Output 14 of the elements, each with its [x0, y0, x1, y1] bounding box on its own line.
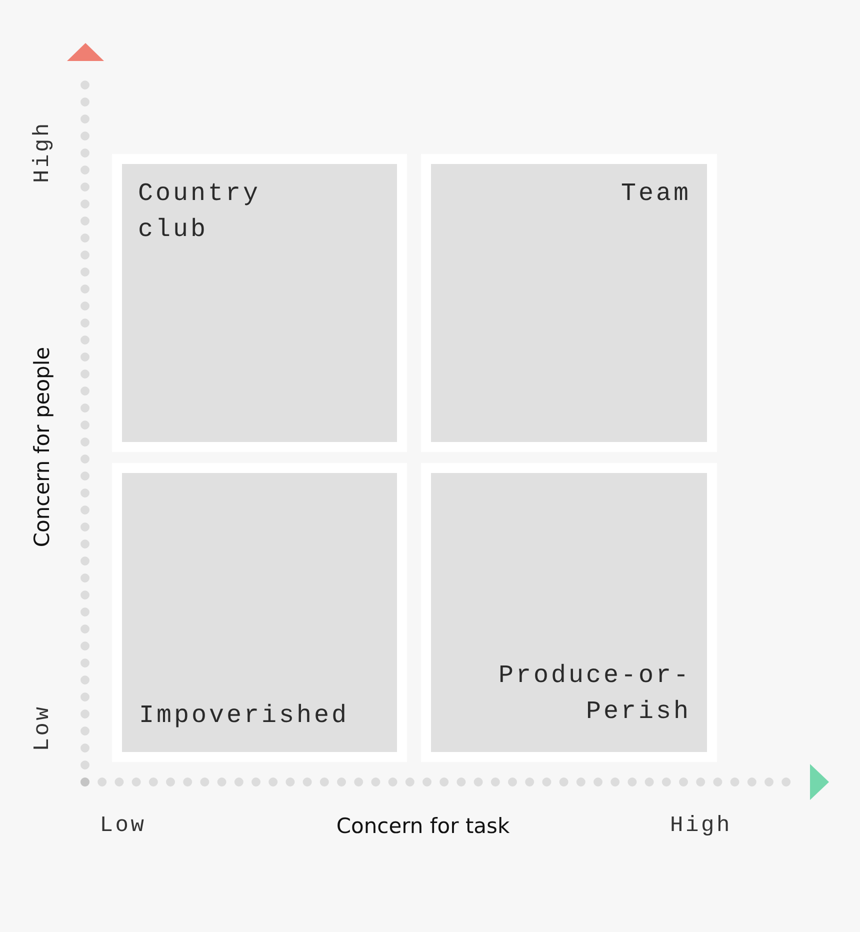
quadrant-box — [112, 463, 407, 762]
axis-title: Concern for task — [336, 813, 510, 839]
quadrant-label: Country club — [138, 178, 262, 246]
quadrant-label: Team — [620, 178, 691, 210]
axis-tick-label: High — [30, 121, 56, 183]
quadrant-box — [421, 463, 717, 762]
quadrant-box — [112, 154, 407, 452]
quadrant-label: Impoverished — [139, 700, 350, 732]
axis-title: Concern for people — [29, 346, 55, 548]
quadrant-label: Produce-or-Perish — [497, 660, 691, 728]
quadrant-box — [421, 154, 717, 452]
axis-tick-label: Low — [100, 813, 146, 839]
axis-tick-label: Low — [30, 704, 56, 752]
axis-tick-label: High — [670, 813, 732, 839]
